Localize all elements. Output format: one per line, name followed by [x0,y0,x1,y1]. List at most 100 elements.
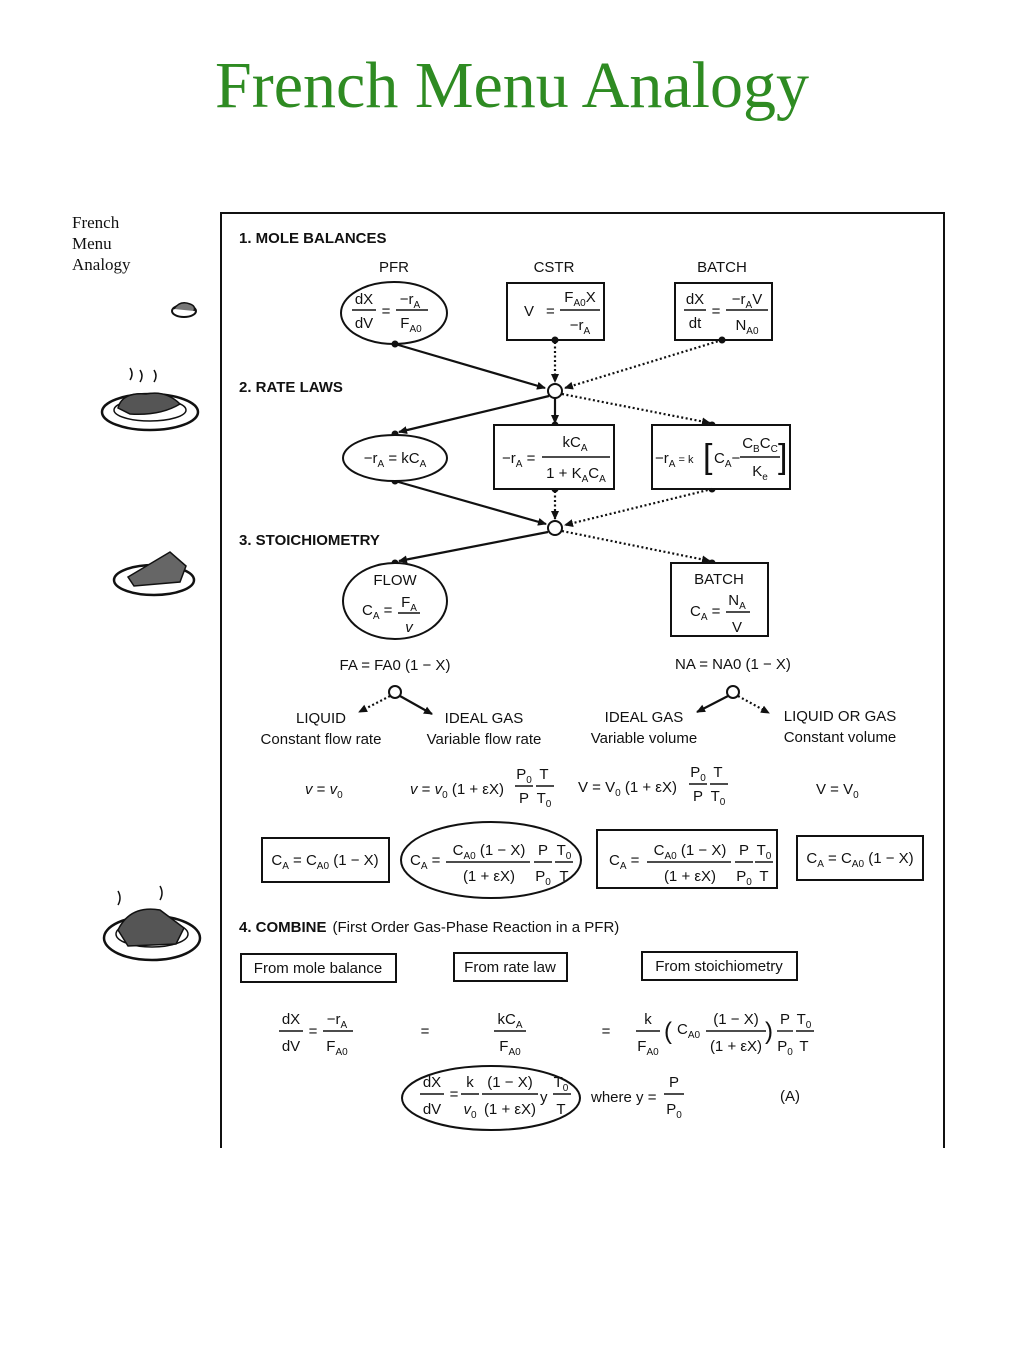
eq-variable-flow: v = v0 (1 + εX) P0 P T T0 [410,766,554,810]
svg-text:=: = [421,1023,430,1040]
side-label: French Menu Analogy [72,212,131,275]
eq-variable-volume: V = V0 (1 + εX) P0 P T T0 [578,764,728,808]
combined-equation: dX dV = −rA FA0 = kCA FA0 = k FA0 ( CA0 … [279,1011,814,1058]
svg-text:k: k [644,1011,652,1028]
stoich-flow-label: FLOW [373,572,417,589]
from-stoichiometry-box [641,951,798,981]
design-equation-a: dX dV = k v0 (1 − X) (1 + εX) y T0 T [401,1065,581,1131]
svg-text:k: k [466,1074,474,1091]
arrow [394,479,547,526]
svg-text:P0: P0 [690,764,706,784]
svg-text:−rA =: −rA = [502,450,536,470]
svg-text:=: = [602,1023,611,1040]
conc-constant-volume: CA = CA0 (1 − X) [796,835,924,881]
svg-text:=: = [309,1023,318,1040]
full-meal-icon [102,885,202,962]
label-pfr: PFR [379,259,409,276]
ideal-gas-flow-sublabel: Variable flow rate [427,731,542,748]
svg-text:T0: T0 [711,788,726,808]
svg-text:P: P [693,788,703,805]
svg-text:V: V [732,619,742,636]
svg-text:dX: dX [282,1011,300,1028]
section-mole-balances: 1. MOLE BALANCES [239,230,387,247]
diagram-frame [220,212,945,1148]
svg-text:P: P [519,790,529,807]
main-course-icon [100,367,200,432]
svg-text:(1 + εX): (1 + εX) [710,1038,762,1055]
dessert-icon [112,551,196,597]
svg-text:T: T [539,766,548,783]
junction-node [388,685,402,699]
arrow [564,338,723,390]
svg-text:=: = [712,303,721,320]
from-mole-balance-label: From mole balance [254,960,382,977]
arrow [561,392,711,426]
svg-text:(1 − X): (1 − X) [713,1011,758,1028]
batch-mole-balance: dX dt = −rAV NA0 [674,282,773,341]
flow-molar-equation: FA = FA0 (1 − X) [340,657,451,674]
svg-text:FA0: FA0 [637,1038,659,1058]
stoich-flow: FLOW CA = FA v [342,562,448,640]
svg-text:y: y [540,1089,548,1106]
pressure-ratio: P P0 [664,1074,684,1121]
from-rate-law-box [453,952,568,982]
svg-text:(: ( [664,1018,672,1045]
svg-text:]: ] [778,438,787,476]
svg-text:CA =: CA = [609,852,640,872]
junction-node [547,520,563,536]
svg-text:P0: P0 [516,766,532,786]
svg-text:(1 − X): (1 − X) [487,1074,532,1091]
svg-text:CBCC: CBCC [742,435,778,455]
svg-text:CA = CA0 (1 − X): CA = CA0 (1 − X) [271,852,378,872]
svg-text:FA0X: FA0X [564,289,595,309]
arrow [564,487,713,527]
arrow [737,695,770,714]
svg-text:T: T [556,1101,565,1118]
svg-text:T: T [759,868,768,885]
svg-text:dX: dX [686,291,704,308]
from-mole-balance-box [240,953,397,983]
arrow [358,695,391,713]
svg-text:[: [ [703,438,713,476]
svg-text:CA0: CA0 [677,1021,701,1041]
conc-gas-batch: CA = CA0 (1 − X) (1 + εX) P P0 T0 T [596,829,778,889]
svg-text:CA =: CA = [410,852,441,872]
svg-text:CA =: CA = [690,603,721,623]
svg-text:T: T [713,764,722,781]
arrow [398,530,549,564]
stoich-batch-label: BATCH [694,571,744,588]
svg-text:P: P [538,842,548,859]
svg-text:(1 + εX): (1 + εX) [664,868,716,885]
svg-text:v = v0 (1 + εX): v = v0 (1 + εX) [410,781,504,801]
arrow [696,695,729,713]
svg-text:−rA = k: −rA = k [655,450,694,470]
svg-text:T0: T0 [797,1011,812,1031]
svg-text:P0: P0 [666,1101,682,1121]
svg-text:CA =: CA = [362,602,393,622]
rate-law-langmuir: −rA = kCA 1 + KACA [493,424,615,490]
svg-text:v: v [405,619,414,636]
side-label-line: Menu [72,234,112,253]
svg-text:dV: dV [423,1101,441,1118]
page-title: French Menu Analogy [215,49,809,122]
section-stoichiometry: 3. STOICHIOMETRY [239,532,380,549]
svg-text:CA−: CA− [714,450,741,470]
svg-text:T0: T0 [537,790,552,810]
section-combine-subtitle: (First Order Gas-Phase Reaction in a PFR… [333,919,620,936]
svg-text:P: P [780,1011,790,1028]
svg-text:=: = [382,303,391,320]
conc-liquid-flow: CA = CA0 (1 − X) [261,837,390,883]
svg-text:=: = [450,1086,459,1103]
svg-text:1 + KACA: 1 + KACA [546,465,606,485]
svg-text:V = V0 (1 + εX): V = V0 (1 + εX) [578,779,677,799]
side-label-line: French [72,213,120,232]
liquid-label: LIQUID [296,710,346,727]
from-rate-law-label: From rate law [464,959,556,976]
svg-text:kCA: kCA [497,1011,522,1031]
arrow [561,529,711,564]
label-cstr: CSTR [534,259,575,276]
label-batch: BATCH [697,259,747,276]
ideal-gas-flow-label: IDEAL GAS [445,710,524,727]
svg-text:T: T [559,868,568,885]
